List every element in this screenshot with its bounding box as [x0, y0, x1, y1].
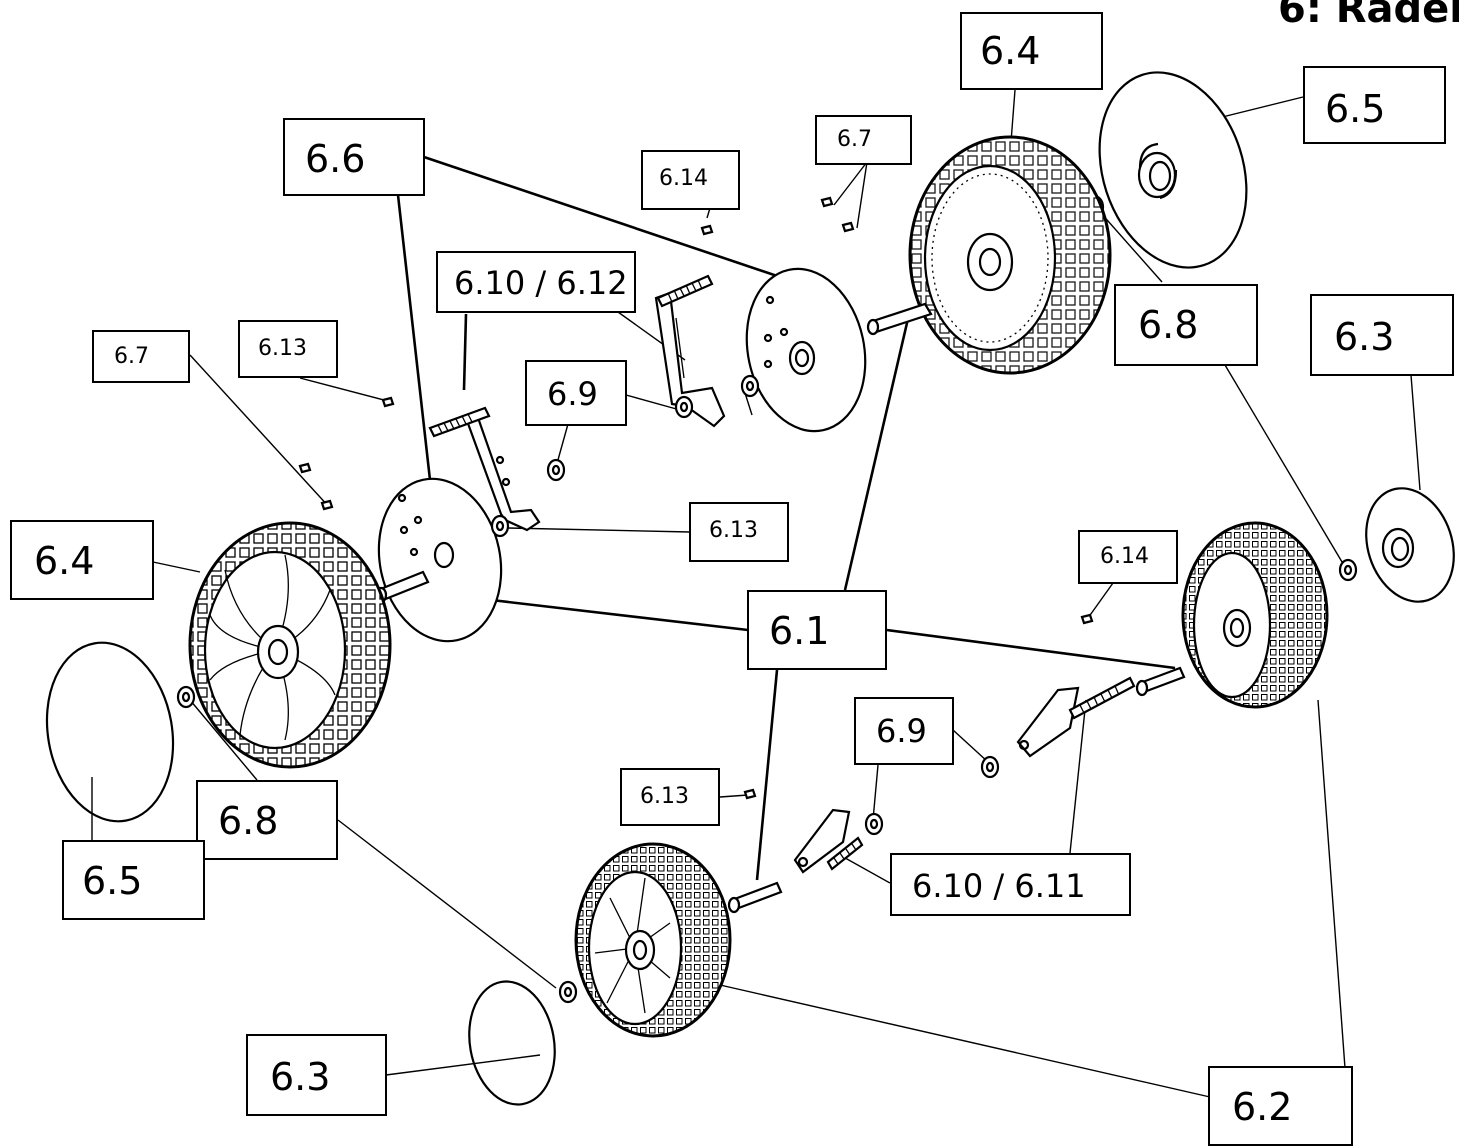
label-6-3-bottom: 6.3 — [246, 1034, 387, 1116]
label-6-13-mid: 6.13 — [689, 502, 789, 562]
nut-bottom-small — [864, 812, 884, 836]
label-6-14-top: 6.14 — [641, 150, 740, 210]
hub-cap-top-right — [1098, 71, 1248, 269]
label-6-8-left: 6.8 — [196, 780, 338, 860]
axle-right — [1135, 666, 1186, 697]
axle-bottom — [727, 881, 783, 914]
height-lever-bottom — [793, 808, 864, 874]
diagram-title: 6: Räder — [1278, 0, 1459, 32]
wheel-top-large — [908, 135, 1112, 375]
label-6-9-top: 6.9 — [525, 360, 627, 426]
label-6-7-left: 6.7 — [92, 330, 190, 383]
leader-lines — [91, 89, 1421, 1098]
wheel-left-large — [188, 521, 392, 769]
label-6-7-top: 6.7 — [815, 115, 912, 165]
wheel-plate-left — [377, 477, 503, 643]
nut-6-9-bottom — [980, 755, 1000, 779]
label-6-14-right: 6.14 — [1078, 530, 1178, 584]
washer-left — [490, 514, 510, 538]
wheel-right-small — [1181, 521, 1329, 709]
nut-bottom — [558, 980, 578, 1004]
label-6-10-6-12: 6.10 / 6.12 — [436, 251, 636, 313]
hub-cap-left — [45, 641, 175, 823]
wheel-plate-right — [745, 267, 867, 433]
label-6-13-bottom: 6.13 — [620, 768, 720, 826]
label-6-6: 6.6 — [283, 118, 425, 196]
label-6-3-right: 6.3 — [1310, 294, 1454, 376]
nut-left — [176, 685, 196, 709]
axle-top — [866, 302, 933, 336]
label-6-5-left: 6.5 — [62, 840, 205, 920]
label-6-5-top: 6.5 — [1303, 66, 1446, 144]
label-6-8-right: 6.8 — [1114, 284, 1258, 366]
wheel-bottom-small — [574, 842, 732, 1038]
screws — [298, 196, 1094, 800]
nut-right — [1338, 558, 1358, 582]
label-6-2: 6.2 — [1208, 1066, 1353, 1146]
label-6-10-6-11: 6.10 / 6.11 — [890, 853, 1131, 916]
nut-6-9-top — [674, 395, 694, 419]
label-6-1: 6.1 — [747, 590, 887, 670]
label-6-9-bottom: 6.9 — [854, 697, 954, 765]
washer-right — [740, 374, 760, 398]
hub-cap-bottom — [468, 980, 556, 1106]
label-6-4-top: 6.4 — [960, 12, 1103, 90]
height-lever-right — [1016, 676, 1136, 758]
nut-small-left — [546, 458, 566, 482]
hub-cap-right — [1365, 487, 1455, 603]
label-6-4-left: 6.4 — [10, 520, 154, 600]
label-6-13-left: 6.13 — [238, 320, 338, 378]
